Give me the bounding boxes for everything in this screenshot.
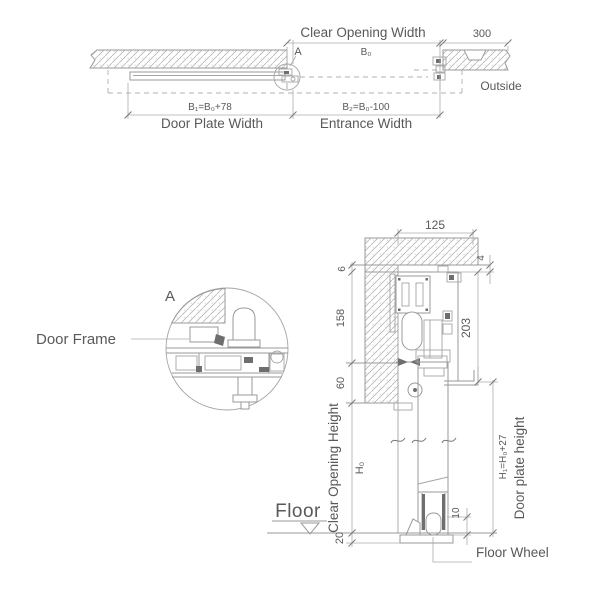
break-mark: [390, 437, 406, 444]
floor-wheel-callout: Floor Wheel: [432, 537, 549, 563]
carrier-stem: [232, 376, 258, 410]
door-plate-formula-label: B₁=B₀+78: [188, 102, 232, 113]
top-view-dimensions: [124, 39, 512, 119]
dim-6-label: 6: [337, 266, 348, 272]
lintel-wall-hatch: [364, 237, 479, 266]
vertical-section-view: 6 158 60 Clear Opening Height H₀ 20 125 …: [267, 218, 549, 563]
dim-203-label: 203: [459, 318, 473, 338]
floor-level-mark: Floor: [272, 501, 327, 535]
control-box: [395, 275, 431, 314]
left-wall-section: [89, 49, 288, 69]
floor-wheel: [425, 512, 442, 536]
detail-circle-outline: [165, 287, 289, 411]
floor-label: Floor: [275, 501, 321, 522]
door-plate-width-label: Door Plate Width: [161, 116, 263, 131]
carrier-assembly: [175, 350, 285, 374]
outside-label: Outside: [480, 79, 522, 93]
entrance-width-label: Entrance Width: [320, 116, 412, 131]
opening-trim: [393, 402, 413, 411]
right-wall-notch: [463, 49, 487, 61]
detail-a-marker-top: A: [294, 46, 302, 58]
dim-125: 125: [394, 218, 477, 245]
top-plan-view: Clear Opening Width 300 B₀ A Outside B₁=…: [89, 25, 522, 131]
guide-pin: [214, 307, 261, 348]
belt-clamp-arrow: [398, 358, 408, 366]
door-frame-label: Door Frame: [36, 331, 116, 348]
belt-pulley: [401, 311, 423, 351]
hanger-bracket: [423, 319, 443, 359]
h0-label: H₀: [354, 462, 366, 475]
door-frame-profile: [189, 326, 219, 343]
door-plate-height-formula-label: H₁=H₀+27: [498, 434, 509, 479]
dim-158-label: 158: [335, 309, 347, 327]
floor-wheel-label: Floor Wheel: [476, 545, 549, 560]
dim-60-label: 60: [335, 377, 347, 389]
right-dimension-chain: 4 203 H₁=H₀+27 Door plate height: [459, 255, 527, 537]
dim-10: 10: [447, 507, 471, 545]
clear-opening-width-label: Clear Opening Width: [300, 25, 425, 40]
side-wall-hatch: [364, 264, 399, 404]
door-plate-plan: [129, 71, 286, 81]
dim-20-label: 20: [334, 532, 346, 544]
door-travel-dashed-outline: [107, 69, 463, 94]
dim-10-label: 10: [451, 507, 462, 519]
dim-300-label: 300: [473, 28, 491, 40]
left-dimension-chain: 6 158 60 Clear Opening Height H₀ 20: [326, 261, 400, 547]
dim-4-label: 4: [476, 255, 487, 261]
door-panel-section: [390, 349, 457, 536]
level-triangle-icon: [299, 522, 321, 535]
detail-a-marker: A: [165, 288, 175, 305]
dim-125-label: 125: [425, 218, 445, 232]
door-plate-height-label: Door plate height: [512, 416, 527, 519]
floor-guide-plate: [399, 534, 454, 544]
jamb-guide-bracket: [432, 56, 447, 90]
entrance-formula-label: B₂=B₀-100: [342, 102, 390, 113]
b0-label: B₀: [361, 47, 372, 58]
detail-view-a: A Door Frame: [36, 287, 289, 411]
clear-opening-height-label: Clear Opening Height: [326, 403, 341, 533]
floor-wheel-assembly: [399, 491, 454, 544]
detail-wall-hatch: [171, 288, 226, 324]
anti-derail-roller: [407, 382, 423, 398]
door-operator-mechanism: [389, 273, 453, 411]
